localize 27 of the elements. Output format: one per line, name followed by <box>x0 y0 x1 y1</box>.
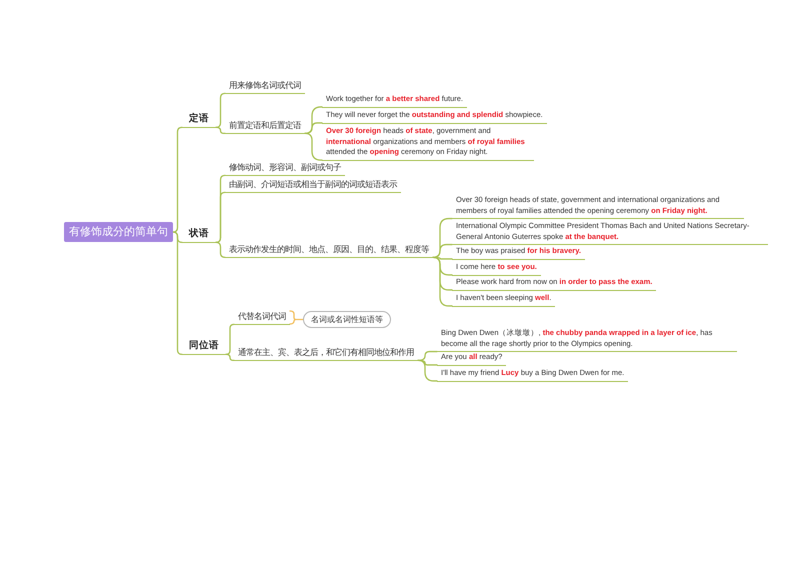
main-topic: 定语 <box>182 112 216 128</box>
subtopic: 前置定语和后置定语 <box>225 119 305 134</box>
summary-pill: 名词或名词性短语等 <box>303 311 391 328</box>
branch-line <box>172 126 183 233</box>
main-topic: 同位语 <box>182 339 226 355</box>
subtopic: 修饰动词、形容词、副词或句子 <box>225 161 345 176</box>
branch-line <box>215 92 226 128</box>
summary-brace <box>289 310 304 325</box>
branch-line <box>417 360 438 382</box>
branch-line <box>417 360 438 366</box>
branch-line <box>225 324 235 355</box>
central-topic-box: 有修饰成分的简单句 <box>64 222 173 242</box>
branch-line <box>304 122 323 134</box>
subtopic: 由副词、介词短语或相当于副词的词或短语表示 <box>225 178 401 193</box>
main-topic: 状语 <box>182 227 216 243</box>
subtopic: 表示动作发生的时间、地点、原因、目的、结果、程度等 <box>225 243 433 258</box>
branch-line <box>215 242 226 258</box>
branch-line <box>417 350 438 361</box>
subtopic: 通常在主、宾、表之后，和它们有相同地位和作用 <box>234 346 418 361</box>
subtopic: 用来修饰名词或代词 <box>225 79 305 94</box>
branch-line <box>432 256 453 260</box>
branch-line <box>215 126 226 134</box>
branch-line <box>172 231 183 355</box>
branch-line <box>225 354 235 361</box>
branch-line <box>215 192 226 243</box>
subtopic: 代替名词代词 <box>234 310 290 325</box>
branch-line <box>432 256 453 307</box>
